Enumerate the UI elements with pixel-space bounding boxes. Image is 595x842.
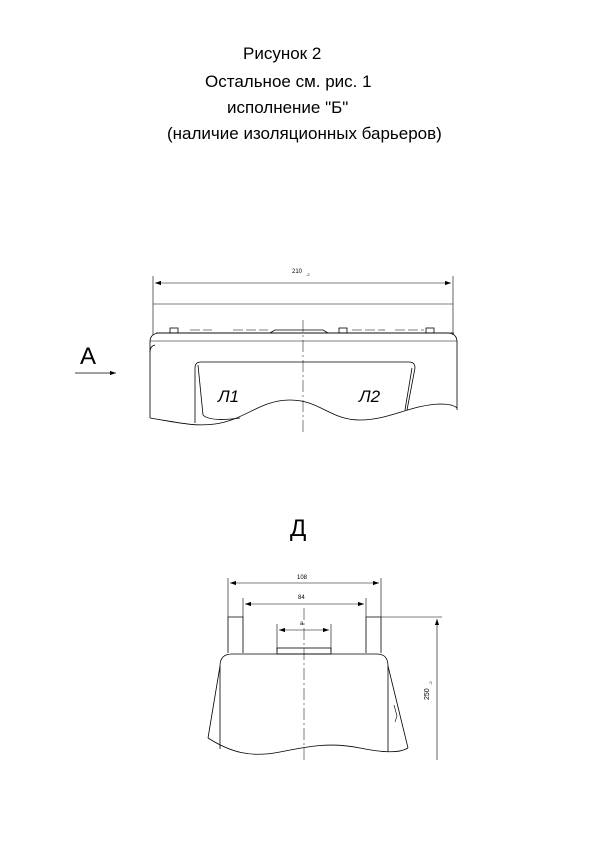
view-arrow-a-label: А	[80, 343, 96, 370]
break-line-front	[149, 399, 458, 426]
terminal-label-l2: Л2	[358, 387, 381, 406]
dimension-108: 108	[227, 575, 382, 617]
dimension-a-value: a	[300, 621, 304, 627]
dimension-210-tolerance: -2	[306, 272, 310, 277]
view-arrow-a: А	[75, 343, 116, 376]
terminal-label-l1: Л1	[217, 387, 239, 406]
dimension-250-value: 250	[424, 688, 431, 700]
barrier-right	[365, 616, 382, 653]
dimension-210: 210 -2	[152, 269, 454, 335]
dimension-84-value: 84	[298, 595, 305, 601]
dimension-210-value: 210	[292, 269, 303, 275]
housing-top-band	[149, 327, 458, 418]
dimension-108-value: 108	[297, 575, 308, 581]
figure-title: Рисунок 2	[243, 44, 322, 63]
figure-variant-description: (наличие изоляционных барьеров)	[167, 124, 442, 143]
dimension-250: 250 -2	[381, 616, 442, 760]
figure-reference-note: Остальное см. рис. 1	[205, 72, 372, 91]
dimension-250-tolerance: -2	[428, 681, 433, 685]
side-view-label: Д	[290, 515, 306, 542]
barrier-left	[227, 616, 244, 653]
housing-side	[219, 653, 389, 752]
housing-side-taper-right	[387, 665, 409, 749]
housing-side-taper-left	[207, 665, 221, 739]
figure-variant-label: исполнение "Б"	[227, 98, 349, 117]
front-view: 210 -2	[75, 269, 458, 432]
dimension-84: 84	[242, 595, 367, 617]
side-view: Д 108 84 a	[207, 515, 442, 760]
break-line-side	[207, 737, 409, 755]
